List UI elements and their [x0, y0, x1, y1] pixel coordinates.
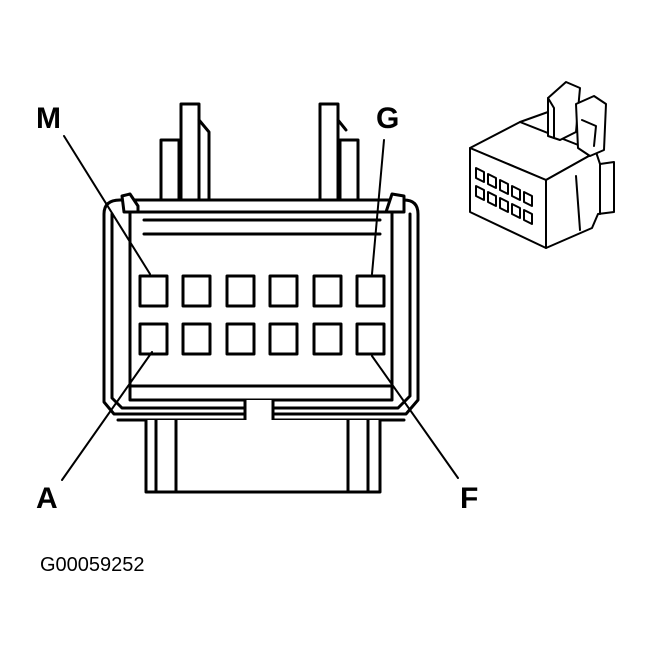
figure-id: G00059252 — [40, 554, 145, 576]
leader-lines — [61, 135, 459, 481]
pin-label-f: F — [460, 482, 478, 515]
cavity — [138, 322, 169, 356]
cavity — [225, 274, 256, 308]
iso-cavities — [475, 167, 533, 225]
cavity — [312, 322, 343, 356]
cavity — [225, 322, 256, 356]
pin-label-a: A — [36, 482, 58, 515]
rear-shroud — [144, 418, 382, 494]
cavity-row-top — [138, 274, 386, 308]
cavity — [138, 274, 169, 308]
cavity — [181, 322, 212, 356]
cavity — [355, 274, 386, 308]
leader-line-m — [63, 135, 151, 275]
cavity — [268, 322, 299, 356]
pin-label-m: M — [36, 102, 61, 135]
connector-face-view: M G A F — [36, 102, 478, 515]
cavity — [355, 322, 386, 356]
cavity — [181, 274, 212, 308]
connector-housing — [102, 192, 420, 436]
cavity — [312, 274, 343, 308]
pin-label-g: G — [376, 102, 399, 135]
cavity-row-bottom — [138, 322, 386, 356]
top-locking-tabs — [159, 102, 360, 214]
leader-line-f — [371, 355, 459, 479]
cavity — [268, 274, 299, 308]
connector-isometric-view — [469, 81, 615, 249]
leader-line-a — [61, 351, 153, 481]
leader-line-g — [371, 139, 385, 275]
